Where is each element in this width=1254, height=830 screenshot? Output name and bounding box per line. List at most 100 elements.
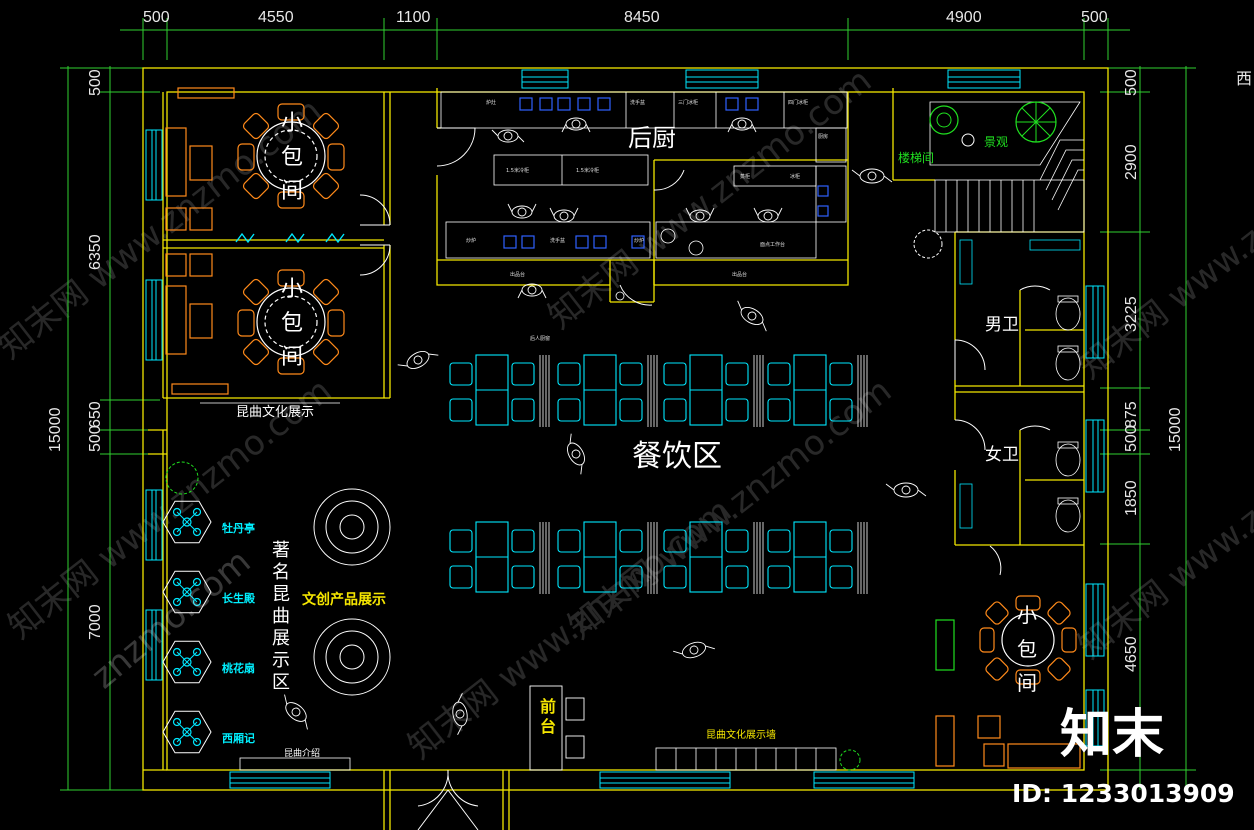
kitchen-label: 出品台	[732, 271, 747, 278]
room-dining-area: 餐饮区	[632, 439, 722, 474]
opera-title: 牡丹亭	[222, 521, 255, 535]
watermark-site: 知末网 www.znzmo.com	[541, 61, 879, 337]
dim-top-3: 1100	[396, 9, 431, 26]
people-figures	[284, 117, 927, 735]
room-stairwell: 楼梯间	[898, 150, 934, 165]
room-private-lower-1: 小	[281, 277, 303, 302]
kitchen-label: 冰柜	[790, 173, 800, 180]
kitchen-label: 炒炉	[466, 237, 476, 244]
watermark-site: 知末网 www.znzmo.com	[561, 371, 899, 647]
room-private-upper-1: 小	[281, 111, 303, 136]
kitchen-label: 面点工作台	[760, 241, 785, 248]
front-desk-label: 前台	[540, 697, 556, 736]
room-back-kitchen: 后厨	[628, 124, 676, 152]
opera-booth	[162, 500, 212, 544]
dim-left-total: 15000	[47, 407, 64, 452]
zigzag-decor	[235, 232, 345, 244]
watermark-id: ID: 1233013909	[1012, 779, 1235, 808]
room-private-corner-2: 包	[1017, 637, 1037, 661]
dining-table-group	[557, 354, 658, 427]
dining-table-group	[663, 521, 764, 594]
kitchen-label: 蒸柜	[740, 173, 750, 180]
room-private-lower-3: 间	[281, 345, 303, 370]
kitchen-label: 1.5米冷柜	[576, 167, 599, 174]
windows	[145, 69, 1105, 789]
round-display-tables	[313, 488, 391, 696]
dim-right-7: 4650	[1123, 636, 1140, 672]
dining-tables	[449, 354, 868, 594]
room-private-upper-3: 间	[281, 179, 303, 204]
front-desk	[529, 685, 585, 771]
opera-title: 长生殿	[222, 591, 256, 605]
opera-titles: 牡丹亭 长生殿 桃花扇 西厢记	[222, 521, 256, 745]
opera-booth	[162, 570, 212, 614]
cultural-products-label: 文创产品展示	[302, 591, 386, 608]
dim-right-3: 3225	[1123, 296, 1140, 332]
opera-title: 桃花扇	[222, 661, 255, 675]
private-room-corner	[935, 595, 1081, 769]
kunqu-culture-display-label: 昆曲文化展示	[236, 405, 314, 420]
private-room-lower	[165, 253, 345, 395]
dim-right-1: 500	[1123, 69, 1140, 96]
opera-booth	[162, 640, 212, 684]
dimension-texts: 500 4550 1100 8450 4900 500 500 6350 650…	[47, 9, 1252, 672]
dim-right-4: 875	[1123, 401, 1140, 428]
dining-table-group	[449, 521, 550, 594]
room-private-corner-3: 间	[1017, 671, 1037, 695]
room-private-upper-2: 包	[281, 145, 303, 170]
dim-top-5: 4900	[946, 9, 982, 26]
dim-right-total: 15000	[1167, 407, 1184, 452]
dining-table-group	[557, 521, 658, 594]
dim-left-4: 500	[87, 425, 104, 452]
kitchen-label: 1.5米冷柜	[506, 167, 529, 174]
room-landscape: 景观	[984, 135, 1008, 149]
opera-display-booths	[162, 500, 212, 754]
kitchen-label: 洗手盆	[550, 237, 565, 244]
room-mens-wc: 男卫	[985, 315, 1019, 335]
vertical-label-famous-kunqu: 著名昆曲展示区	[272, 540, 290, 693]
dim-top-6: 500	[1081, 9, 1108, 26]
dining-table-group	[767, 354, 868, 427]
kunqu-intro-label: 昆曲介绍	[284, 747, 320, 759]
dining-table-group	[767, 521, 868, 594]
kitchen-equipment: 炉灶 洗手盆 三门冰柜 四门冰柜 1.5米冷柜 1.5米冷柜 炒炉 洗手盆 炒炉…	[440, 91, 848, 342]
kitchen-label: 洗手盆	[630, 99, 645, 106]
dim-right-6: 1850	[1123, 480, 1140, 516]
kunqu-wall-label: 昆曲文化展示墙	[706, 728, 776, 741]
dining-table-group	[663, 354, 764, 427]
toilet-fixtures	[959, 239, 1081, 533]
room-private-corner-1: 小	[1017, 603, 1037, 627]
landscape-plants	[165, 101, 1057, 771]
dim-top-1: 500	[143, 9, 170, 26]
opera-booth	[162, 710, 212, 754]
dining-table-group	[449, 354, 550, 427]
private-room-upper	[165, 87, 345, 231]
room-womens-wc: 女卫	[985, 445, 1019, 465]
dim-left-2: 6350	[87, 234, 104, 270]
dim-right-5: 500	[1123, 425, 1140, 452]
dimension-lines	[60, 18, 1196, 791]
kitchen-label: 出品台	[510, 271, 525, 278]
opera-title: 西厢记	[222, 732, 255, 745]
kitchen-label: 三门冰柜	[678, 99, 698, 106]
dim-left-1: 500	[87, 69, 104, 96]
room-private-lower-2: 包	[281, 311, 303, 336]
kitchen-label: 厨房	[818, 133, 828, 140]
watermark-brand: 知末	[1060, 705, 1164, 765]
kitchen-label: 四门冰柜	[788, 99, 808, 106]
dim-top-4: 8450	[624, 9, 660, 26]
stairwell	[929, 101, 1085, 233]
dim-left-3: 650	[87, 401, 104, 428]
kitchen-label: 炒炉	[634, 237, 644, 244]
watermark-site: 知末网 www.znzmo.com	[0, 91, 329, 367]
famous-kunqu-area-label: 著名昆曲展示区	[272, 540, 290, 693]
doors	[359, 127, 1051, 830]
dim-right-2: 2900	[1123, 144, 1140, 180]
edge-label: 西	[1236, 71, 1252, 88]
kunqu-display-wall	[655, 747, 837, 771]
kitchen-label: 炉灶	[486, 99, 496, 106]
intro-panel	[239, 757, 351, 771]
dim-left-5: 7000	[87, 604, 104, 640]
dim-top-2: 4550	[258, 9, 294, 26]
